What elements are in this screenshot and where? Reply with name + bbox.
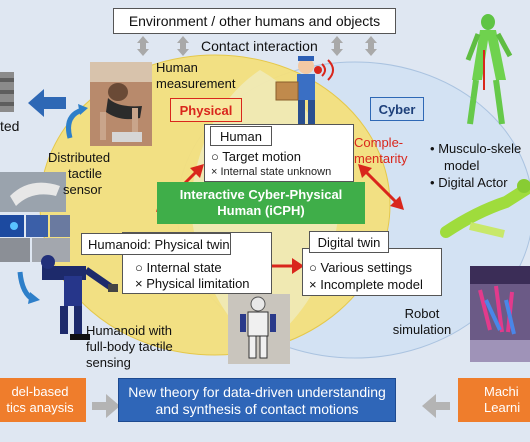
humanoid-box-line2: × Physical limitation <box>135 276 250 291</box>
new-theory-line1: New theory for data-driven understanding <box>128 384 386 400</box>
model-based-analysis-text: del-based tics anaysis <box>0 384 80 416</box>
physical-label: Physical <box>179 103 233 118</box>
left-cut-label: ted <box>0 118 20 134</box>
right-list-item-2-text: Digital Actor <box>438 175 508 190</box>
human-box-line2: × Internal state unknown <box>211 166 331 178</box>
humanoid-caption-line2: full-body tactile <box>86 339 173 354</box>
gray-arrow-right <box>92 394 120 418</box>
contact-interaction-label: Contact interaction <box>201 38 318 54</box>
icph-banner-line2: Human (iCPH) <box>217 203 305 218</box>
bullet-icon: • <box>430 175 435 190</box>
complementarity-label: Comple- mentarity <box>354 135 407 167</box>
humanoid-box-line1: ○ Internal state <box>135 260 222 275</box>
machine-learning-box: Machi Learni <box>458 378 530 422</box>
human-measurement-line1: Human <box>156 60 198 75</box>
cyber-label-box: Cyber <box>370 97 424 121</box>
human-box-line1-text: Target motion <box>222 149 302 164</box>
distributed-tactile-line3: sensor <box>62 182 102 197</box>
blue-hook-arrow-top <box>66 107 83 139</box>
right-list: • Musculo-skele model • Digital Actor <box>430 140 521 191</box>
distributed-tactile-label: Distributed tactile sensor <box>48 150 111 198</box>
humanoid-caption: Humanoid with full-body tactile sensing <box>86 323 173 371</box>
robot-simulation-image <box>470 266 530 362</box>
new-theory-line2: and synthesis of contact motions <box>155 401 359 417</box>
musculoskeletal-figure <box>465 14 513 125</box>
digital-twin-line1: ○ Various settings <box>309 260 412 275</box>
blue-hook-arrowhead-top <box>78 104 88 115</box>
bullet-icon: • <box>430 141 435 156</box>
icph-banner: Interactive Cyber-Physical Human (iCPH) <box>157 182 365 224</box>
distributed-tactile-line1: Distributed <box>48 150 111 165</box>
robot-simulation-line2: simulation <box>392 322 452 337</box>
humanoid-photo <box>228 294 290 364</box>
environment-label: Environment / other humans and objects <box>128 13 381 29</box>
contact-arrows <box>137 36 377 56</box>
humanoid-box: Humanoid: Physical twin ○ Internal state… <box>81 232 272 294</box>
machine-learning-line2: Learni <box>484 400 521 415</box>
cross-symbol-icon: × <box>135 276 143 291</box>
humanoid-robot-figure <box>41 255 118 340</box>
icph-banner-line1: Interactive Cyber-Physical <box>179 187 343 202</box>
human-box: Human ○ Target motion × Internal state u… <box>204 124 354 182</box>
humanoid-box-line1-text: Internal state <box>146 260 222 275</box>
human-box-line1: ○ Target motion <box>211 149 301 164</box>
blue-hook-arrowhead-bottom <box>28 292 40 304</box>
digital-twin-line2: × Incomplete model <box>309 277 423 292</box>
circle-symbol-icon: ○ <box>211 149 219 164</box>
humanoid-box-line2-text: Physical limitation <box>146 276 250 291</box>
human-measurement-line2: measurement <box>156 76 236 91</box>
cyber-label: Cyber <box>378 102 416 117</box>
digital-twin-box: Digital twin ○ Various settings × Incomp… <box>302 231 442 296</box>
machine-learning-text: Machi Learni <box>484 384 520 416</box>
model-based-analysis-line1: del-based <box>11 384 69 399</box>
humanoid-box-title-frame: Humanoid: Physical twin <box>81 233 231 255</box>
circle-symbol-icon: ○ <box>135 260 143 275</box>
model-based-analysis-box: del-based tics anaysis <box>0 378 86 422</box>
icph-banner-text: Interactive Cyber-Physical Human (iCPH) <box>157 187 365 219</box>
cross-symbol-icon: × <box>309 277 317 292</box>
right-list-item-1-text: Musculo-skele <box>438 141 522 156</box>
human-measurement-photo <box>90 62 152 146</box>
digital-twin-line2-text: Incomplete model <box>320 277 423 292</box>
new-theory-box: New theory for data-driven understanding… <box>118 378 396 422</box>
human-box-title-frame: Human <box>210 126 272 146</box>
gray-arrow-left <box>422 394 450 418</box>
right-list-item-1: • Musculo-skele <box>430 140 521 157</box>
robot-simulation-line1: Robot <box>404 306 440 321</box>
circle-symbol-icon: ○ <box>309 260 317 275</box>
robot-simulation-label: Robot simulation <box>392 306 452 338</box>
complementarity-line2: mentarity <box>354 151 408 166</box>
humanoid-caption-line3: sensing <box>86 355 131 370</box>
digital-actor-figure <box>440 179 530 238</box>
digital-twin-title: Digital twin <box>317 235 381 250</box>
blue-left-arrow <box>28 89 66 117</box>
distributed-tactile-line2: tactile <box>68 166 102 181</box>
human-measurement-label: Human measurement <box>156 60 235 92</box>
delivery-person-illustration <box>275 56 334 128</box>
database-icon <box>0 72 14 112</box>
cross-symbol-icon: × <box>211 166 218 178</box>
humanoid-box-title: Humanoid: Physical twin <box>88 237 230 252</box>
human-box-line2-text: Internal state unknown <box>220 166 332 178</box>
right-list-item-1-cont: model <box>444 158 480 173</box>
humanoid-caption-line1: Humanoid with <box>86 323 172 338</box>
complementarity-line1: Comple- <box>354 135 404 150</box>
physical-label-box: Physical <box>170 98 242 122</box>
digital-twin-title-frame: Digital twin <box>309 231 389 253</box>
model-based-analysis-line2: tics anaysis <box>6 400 74 415</box>
new-theory-text: New theory for data-driven understanding… <box>119 384 395 418</box>
digital-twin-line1-text: Various settings <box>320 260 413 275</box>
machine-learning-line1: Machi <box>484 384 519 399</box>
environment-box: Environment / other humans and objects <box>113 8 396 34</box>
right-list-item-2: • Digital Actor <box>430 174 521 191</box>
human-box-title: Human <box>220 129 262 144</box>
